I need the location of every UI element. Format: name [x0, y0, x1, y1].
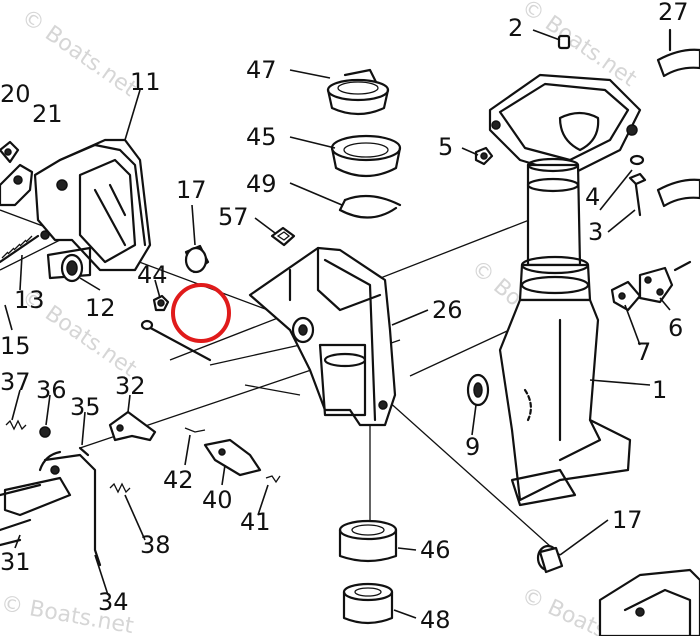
callout-32: 32: [115, 372, 146, 400]
callout-2: 2: [508, 14, 523, 42]
spring-41: [265, 475, 281, 484]
callout-45: 45: [246, 123, 277, 151]
lever-32: [108, 410, 157, 442]
callout-34: 34: [98, 588, 129, 616]
callout-31: 31: [0, 548, 31, 576]
callout-17-lower: 17: [612, 506, 643, 534]
watermark-top-left: © Boats.net: [17, 4, 142, 102]
spring-38: [109, 482, 131, 494]
pin-42: [184, 427, 206, 433]
callout-37: 37: [0, 368, 31, 396]
bushing-45: [330, 134, 402, 178]
callout-9: 9: [465, 433, 480, 461]
callout-57: 57: [218, 203, 249, 231]
drive-shaft-housing: [488, 73, 642, 507]
clamp-bracket-lower: [598, 568, 700, 636]
callout-17-upper: 17: [176, 176, 207, 204]
bolt-5: [474, 146, 494, 166]
grommet-9: [466, 373, 490, 407]
callout-42: 42: [163, 466, 194, 494]
callout-35: 35: [70, 393, 101, 421]
bolt-3: [628, 172, 647, 217]
callout-13: 13: [14, 286, 45, 314]
part-20-21: [0, 140, 34, 207]
plate-7: [610, 280, 642, 312]
callout-46: 46: [420, 536, 451, 564]
callout-40: 40: [202, 486, 233, 514]
callout-20: 20: [0, 80, 31, 108]
callout-15: 15: [0, 332, 31, 360]
callout-3: 3: [588, 218, 603, 246]
callout-49: 49: [246, 170, 277, 198]
callout-41: 41: [240, 508, 271, 536]
callout-44: 44: [137, 261, 168, 289]
callout-4: 4: [585, 183, 600, 211]
clamp-bracket: [33, 138, 152, 280]
cap-2: [557, 34, 571, 50]
bushing-47: [326, 68, 390, 116]
callout-12: 12: [85, 294, 116, 322]
pin-36: [39, 426, 51, 438]
highlight-ring[interactable]: [171, 283, 231, 343]
callout-48: 48: [420, 606, 451, 634]
callout-6: 6: [668, 314, 683, 342]
bushing-48: [342, 582, 394, 625]
callout-38: 38: [140, 531, 171, 559]
lever-40: [203, 438, 262, 477]
washer-4: [629, 154, 645, 166]
bushing-17-lower: [536, 544, 564, 574]
pin-35: [78, 446, 90, 457]
callout-36: 36: [36, 376, 67, 404]
bushing-17-upper: [184, 244, 210, 274]
bushing-12: [60, 253, 84, 283]
callout-7: 7: [636, 338, 651, 366]
callout-5: 5: [438, 133, 453, 161]
callout-47: 47: [246, 56, 277, 84]
callout-11: 11: [130, 68, 161, 96]
callout-27: 27: [658, 0, 689, 26]
leader-lines: [4, 29, 671, 619]
bushing-46: [338, 519, 398, 563]
callout-1: 1: [652, 376, 667, 404]
plate-57: [270, 226, 296, 247]
swivel-bracket: [248, 246, 397, 427]
tilt-lever-assembly: [0, 450, 102, 567]
bolt-13: [0, 234, 40, 264]
bolt-43: [140, 319, 212, 362]
plate-6: [638, 260, 692, 304]
clip-49: [338, 194, 402, 219]
callout-21: 21: [32, 100, 63, 128]
callout-26: 26: [432, 296, 463, 324]
spring-37: [5, 419, 27, 431]
nut-44: [152, 294, 170, 312]
bracket-27: [656, 28, 700, 208]
